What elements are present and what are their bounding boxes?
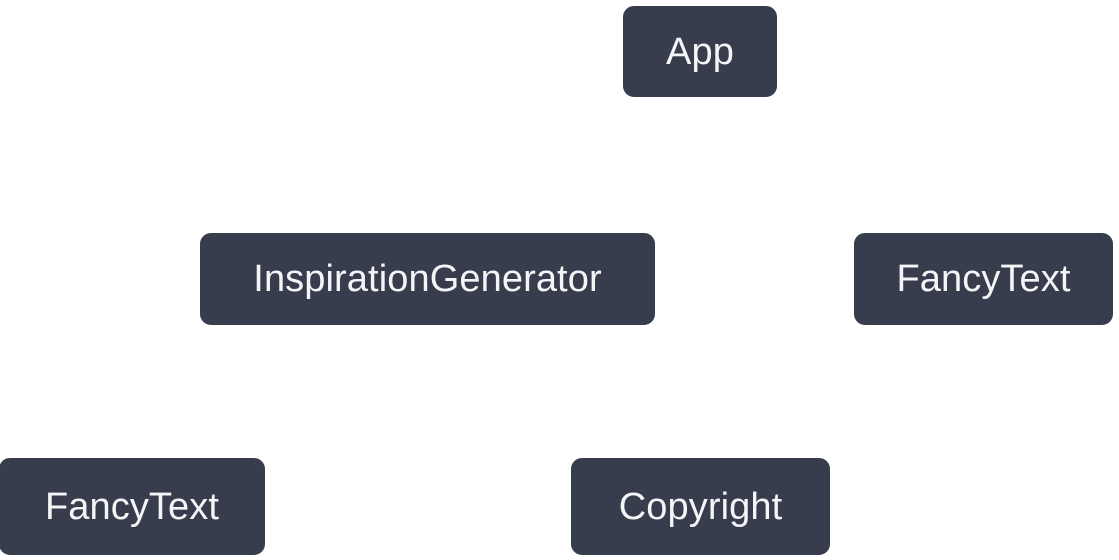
edge-line-ig-stem-left	[414, 326, 429, 398]
node-fancytext-right-label: FancyText	[896, 258, 1071, 300]
node-inspiration-generator[interactable]: InspirationGenerator	[197, 230, 658, 328]
edge-line-ig-to-copyright-bar-outer	[631, 394, 703, 457]
node-copyright-label: Copyright	[618, 485, 783, 528]
node-fancytext-left[interactable]: FancyText	[0, 455, 268, 558]
edge-label-app-to-inspiration-generator: renders	[512, 154, 604, 183]
node-copyright[interactable]: Copyright	[568, 455, 833, 558]
edge-label-app-to-fancytext-right: renders	[808, 154, 900, 183]
edge-line-app-stem-right	[698, 98, 713, 171]
node-app[interactable]: App	[620, 3, 780, 100]
edge-line-app-to-fancytext-bar-outer	[923, 167, 985, 232]
edge-label-inspiration-generator-to-fancytext-left: renders	[226, 381, 318, 410]
node-fancytext-right[interactable]: FancyText	[851, 230, 1116, 328]
edge-label-inspiration-generator-to-copyright: renders	[523, 381, 615, 410]
node-app-label: App	[666, 30, 734, 73]
edge-line-ig-stem-right	[425, 326, 440, 398]
edge-line-ig-to-fancytext-bar-outer	[129, 394, 215, 457]
node-inspiration-generator-label: InspirationGenerator	[253, 258, 602, 300]
edge-line-app-to-ig-bar-outer	[411, 167, 502, 232]
node-fancytext-left-label: FancyText	[44, 485, 220, 528]
edge-line-app-stem-left	[687, 98, 702, 171]
